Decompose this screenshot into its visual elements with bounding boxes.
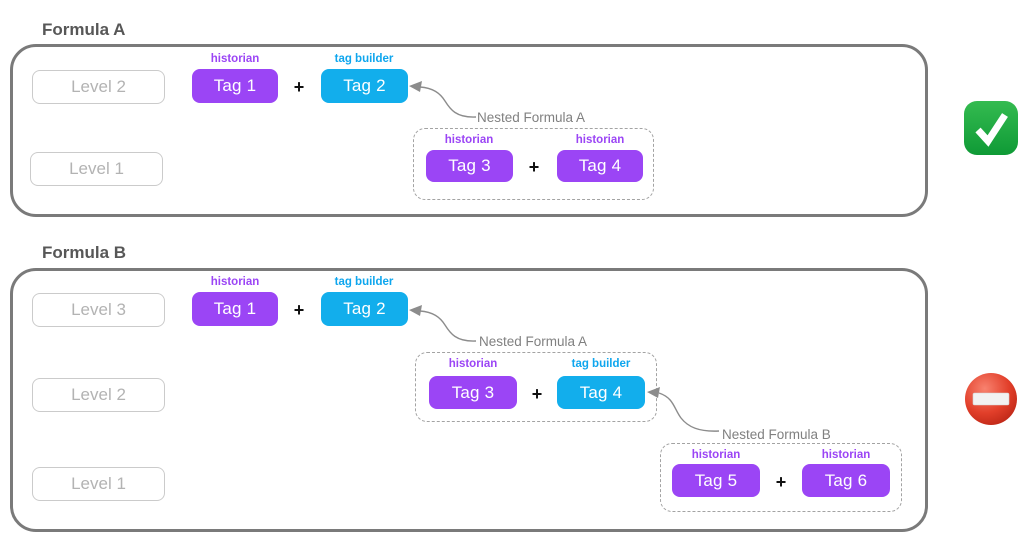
tag-type-label-historian: historian [210, 53, 260, 65]
formula-a-level-1-box: Level 1 [30, 152, 163, 186]
tag-chip-tag6: Tag 6 [802, 464, 890, 497]
formula-b-title: Formula B [42, 243, 127, 262]
plus-operator: + [775, 472, 787, 492]
tag-type-label-tag-builder: tag builder [571, 358, 631, 370]
formula-a-level-2-box: Level 2 [32, 70, 165, 104]
tag-type-label-historian: historian [821, 449, 871, 461]
formula-b-level-2-box: Level 2 [32, 378, 165, 412]
tag-chip-tag4: Tag 4 [557, 150, 643, 182]
plus-operator: + [531, 384, 543, 404]
formula-b-level-1-box: Level 1 [32, 467, 165, 501]
tag-type-label-historian: historian [448, 358, 498, 370]
tag-chip-tag5: Tag 5 [672, 464, 760, 497]
formula-b-level-3-box: Level 3 [32, 293, 165, 327]
tag-type-label-tag-builder: tag builder [334, 53, 394, 65]
tag-chip-tag3: Tag 3 [429, 376, 517, 409]
tag-type-label-tag-builder: tag builder [334, 276, 394, 288]
tag-chip-tag1: Tag 1 [192, 69, 278, 103]
tag-type-label-historian: historian [575, 134, 625, 146]
plus-operator: + [528, 157, 540, 177]
formula-b-nested-b-group [660, 443, 902, 512]
tag-type-label-historian: historian [444, 134, 494, 146]
plus-operator: + [293, 77, 305, 97]
tag-chip-tag4: Tag 4 [557, 376, 645, 409]
tag-type-label-historian: historian [691, 449, 741, 461]
nested-formula-a-callout: Nested Formula A [479, 334, 588, 349]
tag-type-label-historian: historian [210, 276, 260, 288]
plus-operator: + [293, 300, 305, 320]
tag-chip-tag3: Tag 3 [426, 150, 513, 182]
nested-formula-a-callout: Nested Formula A [477, 110, 586, 125]
tag-chip-tag2: Tag 2 [321, 292, 408, 326]
nested-formula-b-callout: Nested Formula B [722, 427, 831, 442]
tag-chip-tag2: Tag 2 [321, 69, 408, 103]
formula-a-title: Formula A [42, 20, 126, 39]
formula-a-nested-group [413, 128, 654, 200]
approved-check-icon [963, 100, 1019, 156]
tag-chip-tag1: Tag 1 [192, 292, 278, 326]
no-entry-icon [963, 371, 1019, 427]
